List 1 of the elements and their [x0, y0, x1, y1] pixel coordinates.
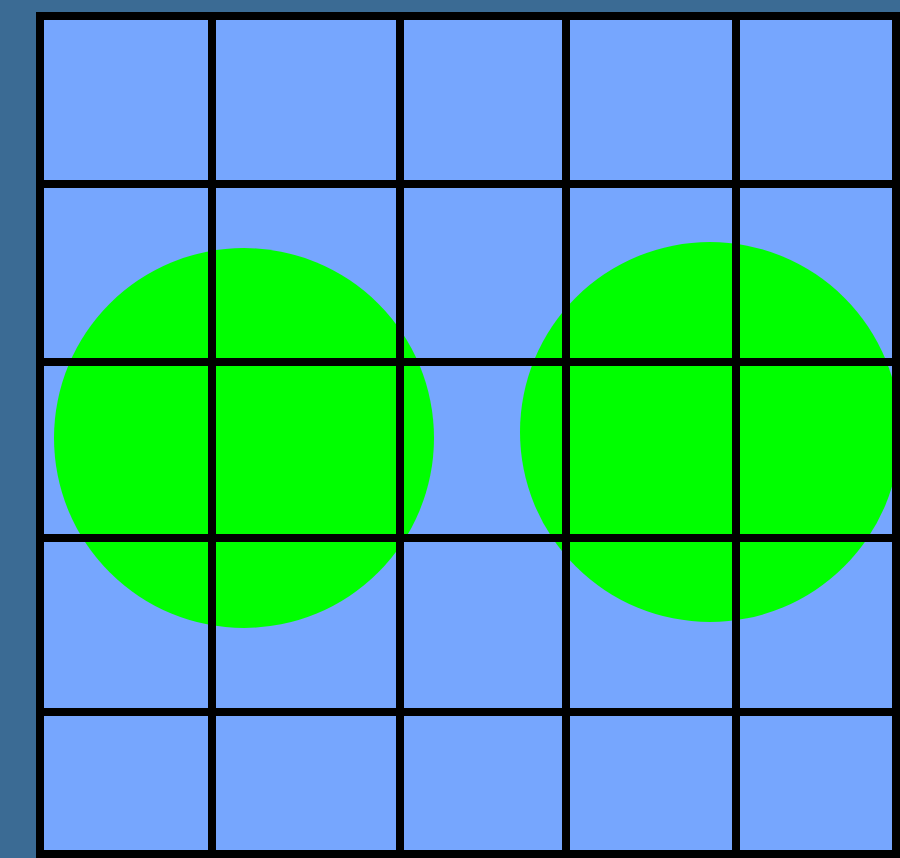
circle: [54, 248, 434, 628]
